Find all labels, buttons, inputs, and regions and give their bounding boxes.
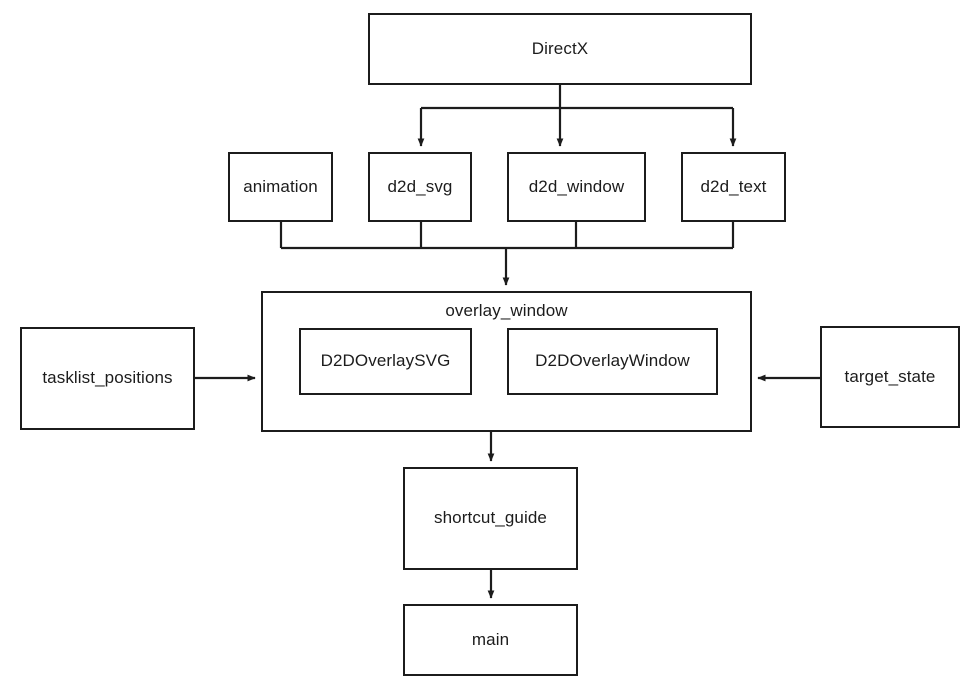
node-shortcut-guide[interactable]: shortcut_guide [403, 467, 578, 570]
node-label: main [471, 629, 510, 649]
node-label: D2DOverlayWindow [535, 351, 690, 371]
node-main[interactable]: main [403, 604, 578, 676]
subgraph-title-overlay-window: overlay_window [445, 301, 568, 320]
node-d2d-svg[interactable]: d2d_svg [368, 152, 472, 222]
node-label: target_state [844, 366, 936, 386]
node-d2d-window[interactable]: d2d_window [507, 152, 646, 222]
node-label: d2d_svg [387, 176, 453, 196]
node-label: d2d_text [700, 176, 767, 196]
node-label: shortcut_guide [434, 508, 547, 528]
node-label: D2DOverlaySVG [320, 351, 451, 371]
node-label: DirectX [531, 38, 589, 58]
node-d2d-text[interactable]: d2d_text [681, 152, 786, 222]
node-tasklist-positions[interactable]: tasklist_positions [20, 327, 195, 430]
node-label: tasklist_positions [42, 368, 173, 388]
node-target-state[interactable]: target_state [820, 326, 960, 428]
node-animation[interactable]: animation [228, 152, 333, 222]
node-directx[interactable]: DirectX [368, 13, 752, 85]
node-label: d2d_window [528, 176, 625, 196]
node-d2doverlaywindow[interactable]: D2DOverlayWindow [507, 328, 718, 395]
node-label: animation [243, 176, 318, 196]
node-d2doverlaysvg[interactable]: D2DOverlaySVG [299, 328, 472, 395]
node-overlay-window[interactable]: overlay_window [261, 291, 752, 432]
